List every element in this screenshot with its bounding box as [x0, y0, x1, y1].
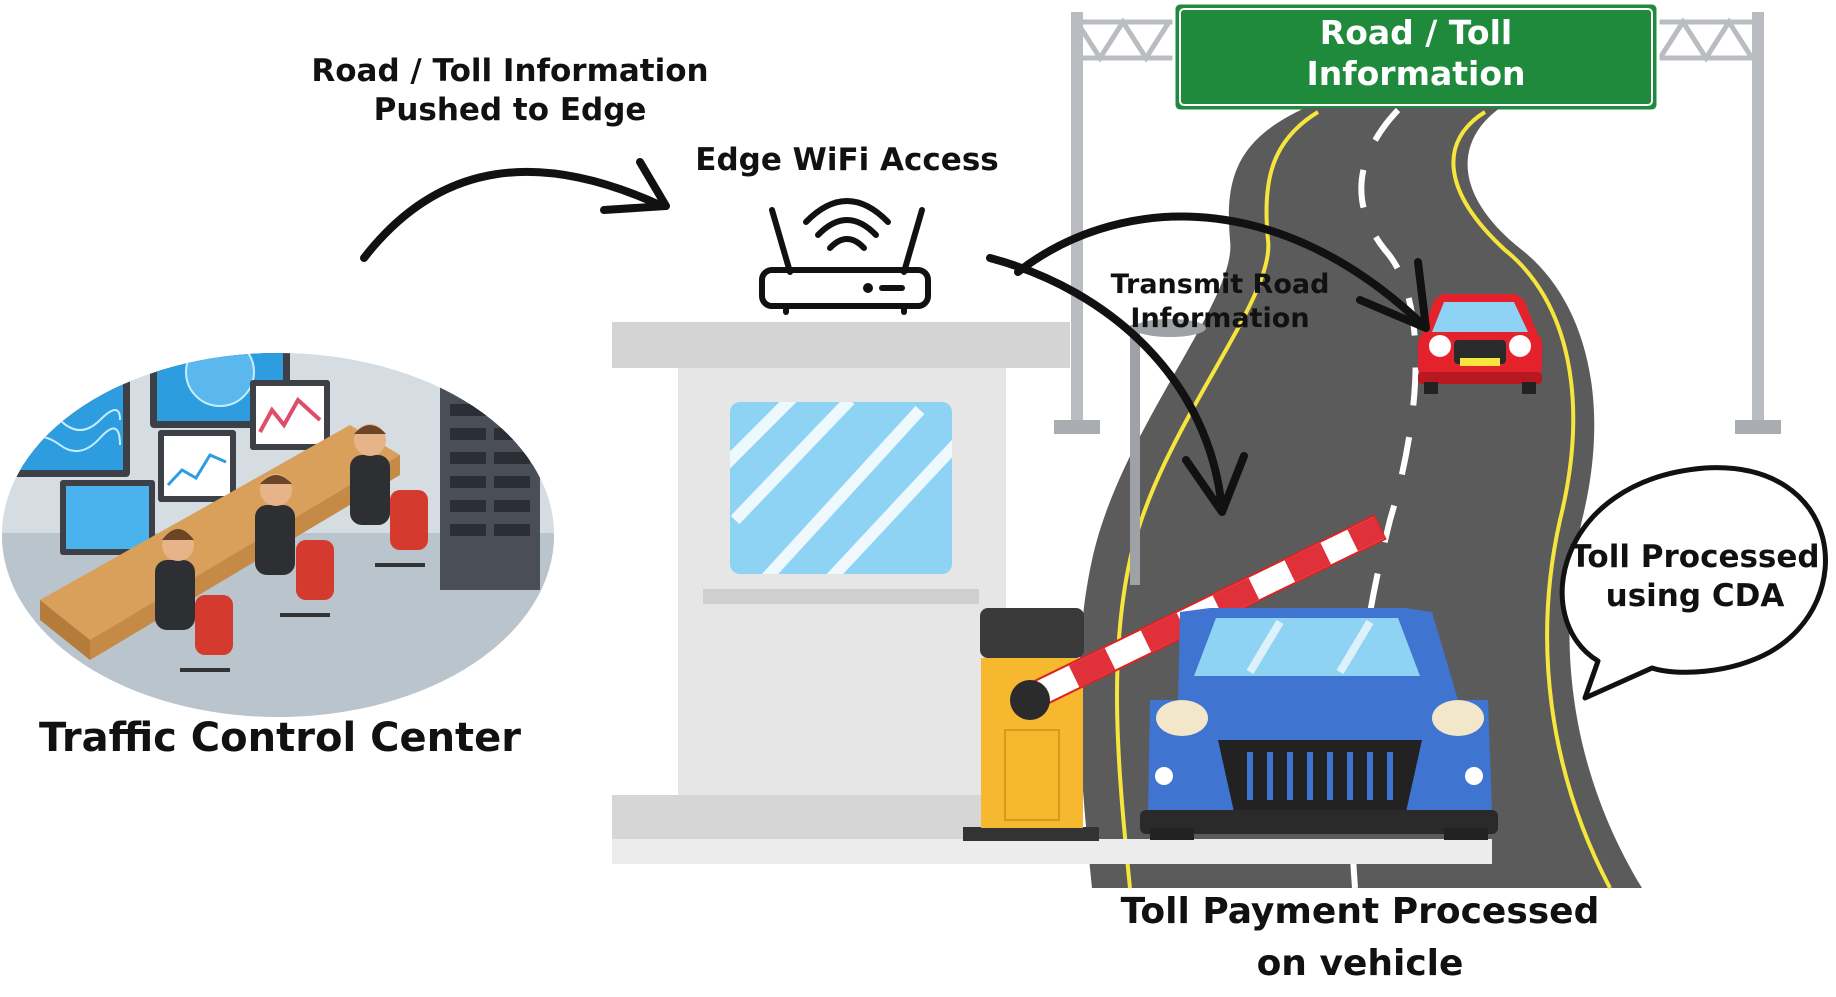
- pushed-to-edge-line2: Pushed to Edge: [373, 91, 647, 128]
- booth-window: [730, 402, 952, 574]
- red-car: [1418, 294, 1542, 394]
- blue-car: [1140, 608, 1498, 840]
- transmit-line1: Transmit Road: [1110, 269, 1330, 300]
- transmit-road-info-label: Transmit Road Information: [1100, 268, 1340, 336]
- transmit-line2: Information: [1130, 302, 1310, 334]
- toll-payment-label: Toll Payment Processed on vehicle: [1110, 886, 1610, 990]
- pushed-to-edge-label: Road / Toll Information Pushed to Edge: [300, 52, 720, 130]
- sign-label-line2: Information: [1306, 54, 1526, 94]
- sign-label-line1: Road / Toll: [1319, 13, 1513, 52]
- toll-payment-line2: on vehicle: [1256, 943, 1464, 985]
- speech-bubble: [1559, 465, 1828, 701]
- control-room-illustration: [2, 353, 554, 717]
- arrow-to-booth: [986, 254, 1248, 516]
- wifi-router-icon: [759, 198, 931, 315]
- arrow-to-edge: [360, 158, 670, 262]
- sign-gantry: [1054, 12, 1781, 434]
- lamp-post: [1130, 319, 1206, 585]
- cda-line1: Toll Processed: [1570, 539, 1820, 575]
- pushed-to-edge-line1: Road / Toll Information: [311, 53, 709, 89]
- cda-line2: using CDA: [1605, 577, 1785, 614]
- edge-wifi-label: Edge WiFi Access: [695, 142, 999, 178]
- toll-processed-cda-label: Toll Processed using CDA: [1560, 538, 1830, 616]
- toll-payment-line1: Toll Payment Processed: [1120, 891, 1600, 932]
- sign-label: Road / Toll Information: [1174, 12, 1658, 95]
- arrow-to-red-car: [1014, 212, 1430, 332]
- traffic-control-center-label: Traffic Control Center: [38, 715, 522, 761]
